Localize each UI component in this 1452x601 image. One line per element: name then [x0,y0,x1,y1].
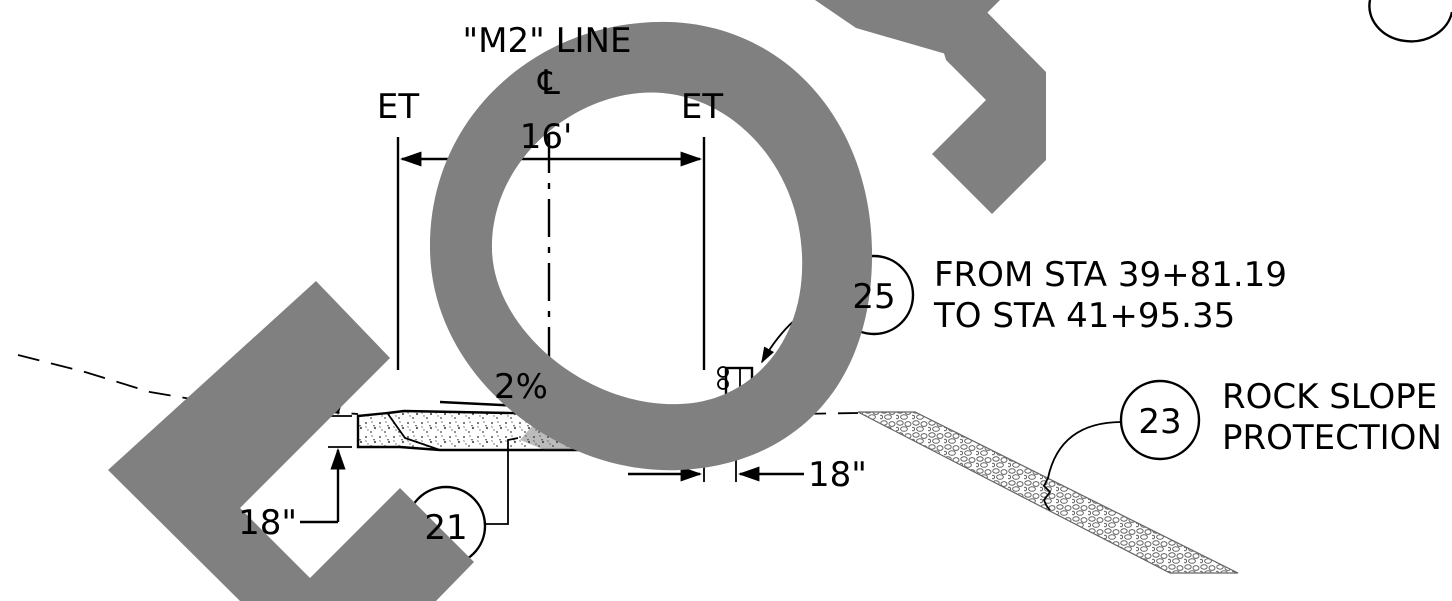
watermark [108,0,1046,601]
depth-label-left: 18" [238,503,297,543]
rock-slope-protection [857,411,1239,574]
callout-25-number: 25 [852,277,895,317]
callout-23-leader [1042,421,1123,511]
callout-partial-circle [1368,0,1452,43]
width-dimension-label: 16' [520,117,573,157]
edge-label-right: ET [681,87,723,127]
centerline-symbol: ℄ [537,63,560,103]
note-25-line1: FROM STA 39+81.19 [934,255,1287,295]
note-25-line2: TO STA 41+95.35 [933,296,1235,336]
pavement-layer-line [387,413,441,451]
slope-label: 2% [494,367,548,407]
callout-23-number: 23 [1138,402,1181,442]
callout-21-leader [485,437,519,525]
callout-23-circle [1119,379,1201,461]
note-23-line2: PROTECTION [1222,418,1442,458]
existing-ground-line [17,354,359,415]
note-23-line1: ROCK SLOPE [1222,377,1437,417]
edge-label-left: ET [377,87,419,127]
callout-21-number: 21 [424,508,467,548]
depth-label-right: 18" [808,455,867,495]
line-label: "M2" LINE [463,21,632,61]
